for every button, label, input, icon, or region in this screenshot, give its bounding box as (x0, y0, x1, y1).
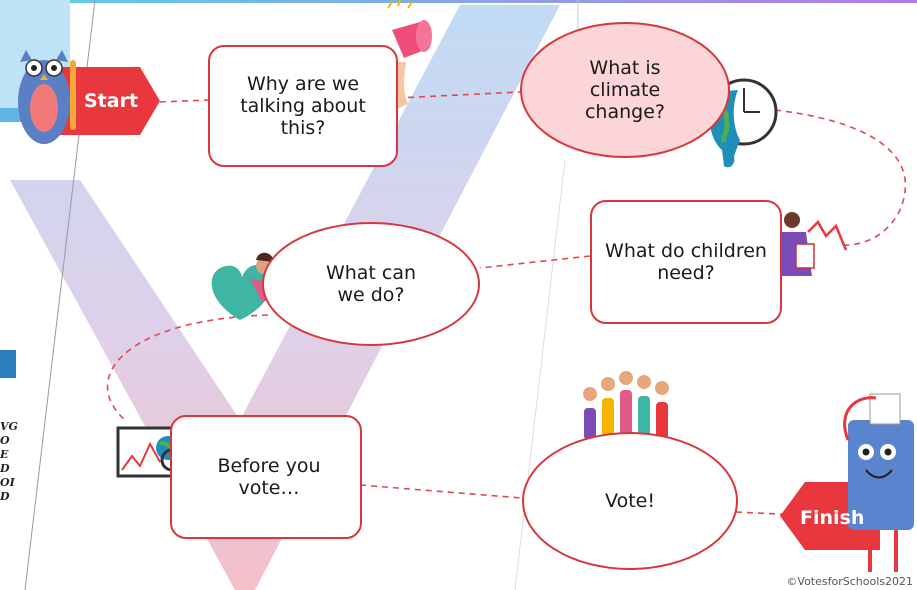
connector-before-vote (359, 484, 523, 499)
connector-start-why (159, 99, 209, 103)
raised-hands-icon (583, 371, 669, 440)
copyright-footer: ©VotesforSchools2021 (786, 575, 913, 588)
connector-whatis-children (774, 109, 907, 246)
divider-line-right (514, 159, 566, 590)
connector-children-cando (479, 255, 591, 269)
node-what-can-we-do: What can we do? (262, 222, 480, 346)
node-before-text: Before you vote… (217, 455, 321, 499)
node-what-is-text: What is climate change? (584, 57, 665, 123)
node-vote-text: Vote! (605, 490, 655, 512)
node-what-is-climate-change: What is climate change? (520, 22, 730, 158)
finish-label: Finish (800, 507, 865, 529)
left-panel-marker (0, 350, 16, 378)
node-before-you-vote: Before you vote… (170, 415, 362, 539)
v-logo-shape (10, 5, 560, 590)
node-why-talking: Why are we talking about this? (208, 45, 398, 167)
top-accent-bar (0, 0, 917, 3)
ballot-box-mascot-icon (843, 393, 914, 572)
connector-paths (106, 91, 907, 516)
connector-why-whatis (396, 91, 521, 99)
node-children-need: What do children need? (590, 200, 782, 324)
node-why-text: Why are we talking about this? (240, 73, 366, 139)
owl-mascot-icon (18, 50, 76, 144)
start-label: Start (84, 90, 139, 112)
start-arrow-shape (60, 67, 160, 135)
node-can-do-text: What can we do? (325, 262, 417, 306)
node-vote: Vote! (522, 432, 738, 570)
person-falling-chart-icon (772, 212, 848, 276)
node-children-text: What do children need? (605, 240, 767, 284)
